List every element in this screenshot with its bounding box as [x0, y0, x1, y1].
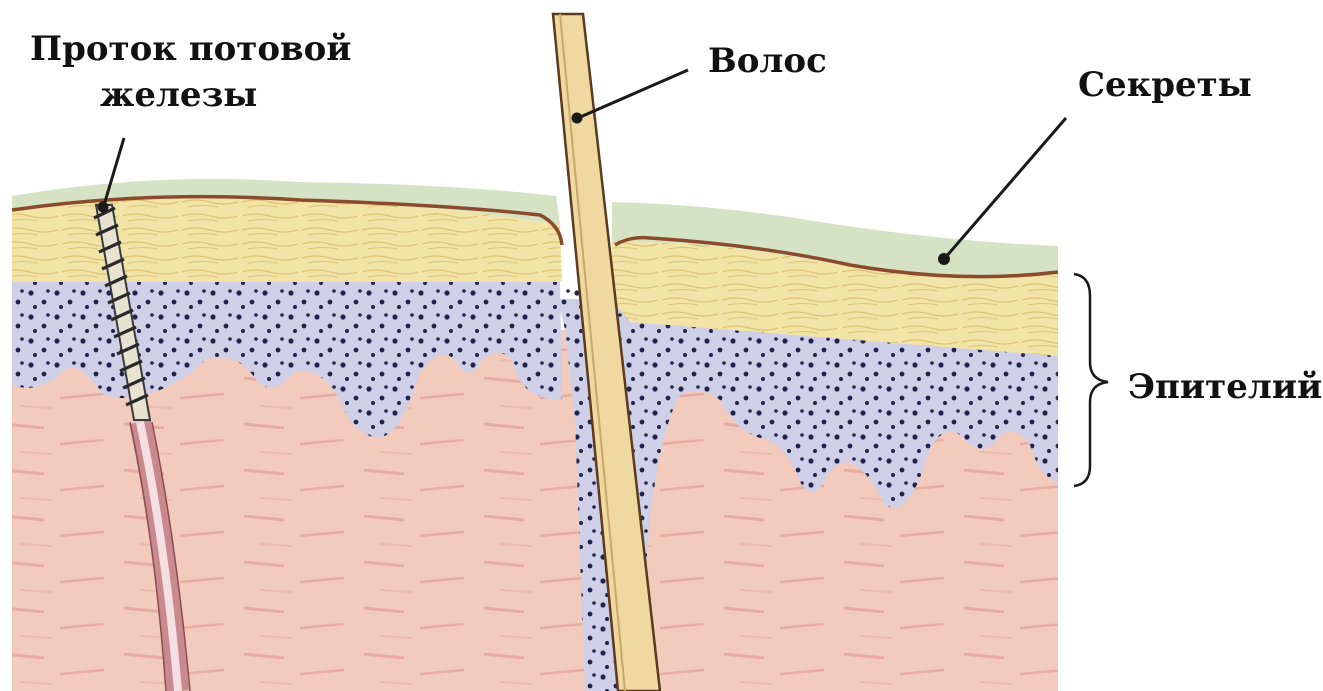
secretions-leader [945, 118, 1066, 258]
hair-label: Волос [708, 41, 827, 81]
secretions-label: Секреты [1078, 65, 1252, 105]
sweat-duct-label-line2: железы [100, 75, 257, 115]
epithelium-brace [1074, 274, 1108, 486]
sweat-duct-label-line1: Проток потовой [30, 29, 352, 69]
hair-leader [578, 70, 688, 118]
epithelium-label: Эпителий [1128, 367, 1322, 407]
